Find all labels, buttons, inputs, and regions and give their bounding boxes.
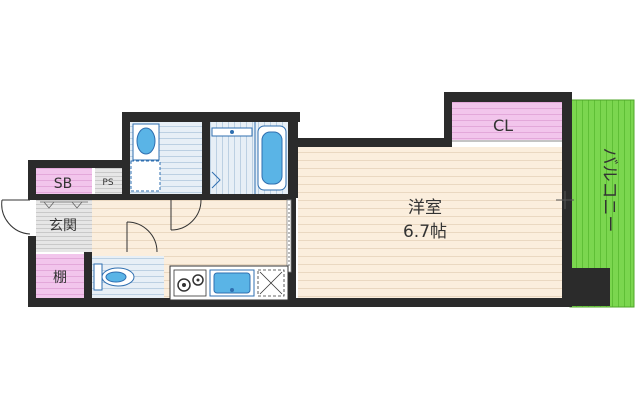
door-swing-icon xyxy=(126,199,202,253)
bathroom xyxy=(210,122,288,194)
entrance: 玄関 xyxy=(36,200,92,252)
sink-icon xyxy=(209,269,255,297)
toilet-room xyxy=(92,256,164,298)
washing-machine-icon xyxy=(130,160,161,192)
shoe-box: SB xyxy=(36,168,92,194)
toilet-icon xyxy=(93,263,135,291)
bathtub-icon xyxy=(257,125,287,191)
entrance-label: 玄関 xyxy=(49,217,77,234)
washbasin-icon xyxy=(132,123,160,161)
stove-icon xyxy=(173,269,207,297)
fridge-space-icon xyxy=(257,269,285,297)
shelf: 棚 xyxy=(36,254,84,298)
closet: CL xyxy=(452,102,562,142)
shower-icon xyxy=(211,127,253,189)
door-swing-icon xyxy=(1,199,36,236)
closet-label: CL xyxy=(493,116,513,135)
western-room-size: 6.7帖 xyxy=(403,222,447,242)
shelf-label: 棚 xyxy=(53,270,67,286)
western-room-name: 洋室 xyxy=(408,198,442,218)
kitchen-counter xyxy=(169,265,289,301)
sliding-door xyxy=(286,199,292,273)
balcony-label: バルコニー xyxy=(599,148,619,233)
balcony: バルコニー xyxy=(569,99,635,308)
washroom xyxy=(130,122,202,194)
shoe-box-label: SB xyxy=(54,176,73,192)
pipe-space: PS xyxy=(95,168,122,194)
pipe-space-label: PS xyxy=(102,178,113,188)
western-room: 洋室 6.7帖 xyxy=(298,147,574,298)
